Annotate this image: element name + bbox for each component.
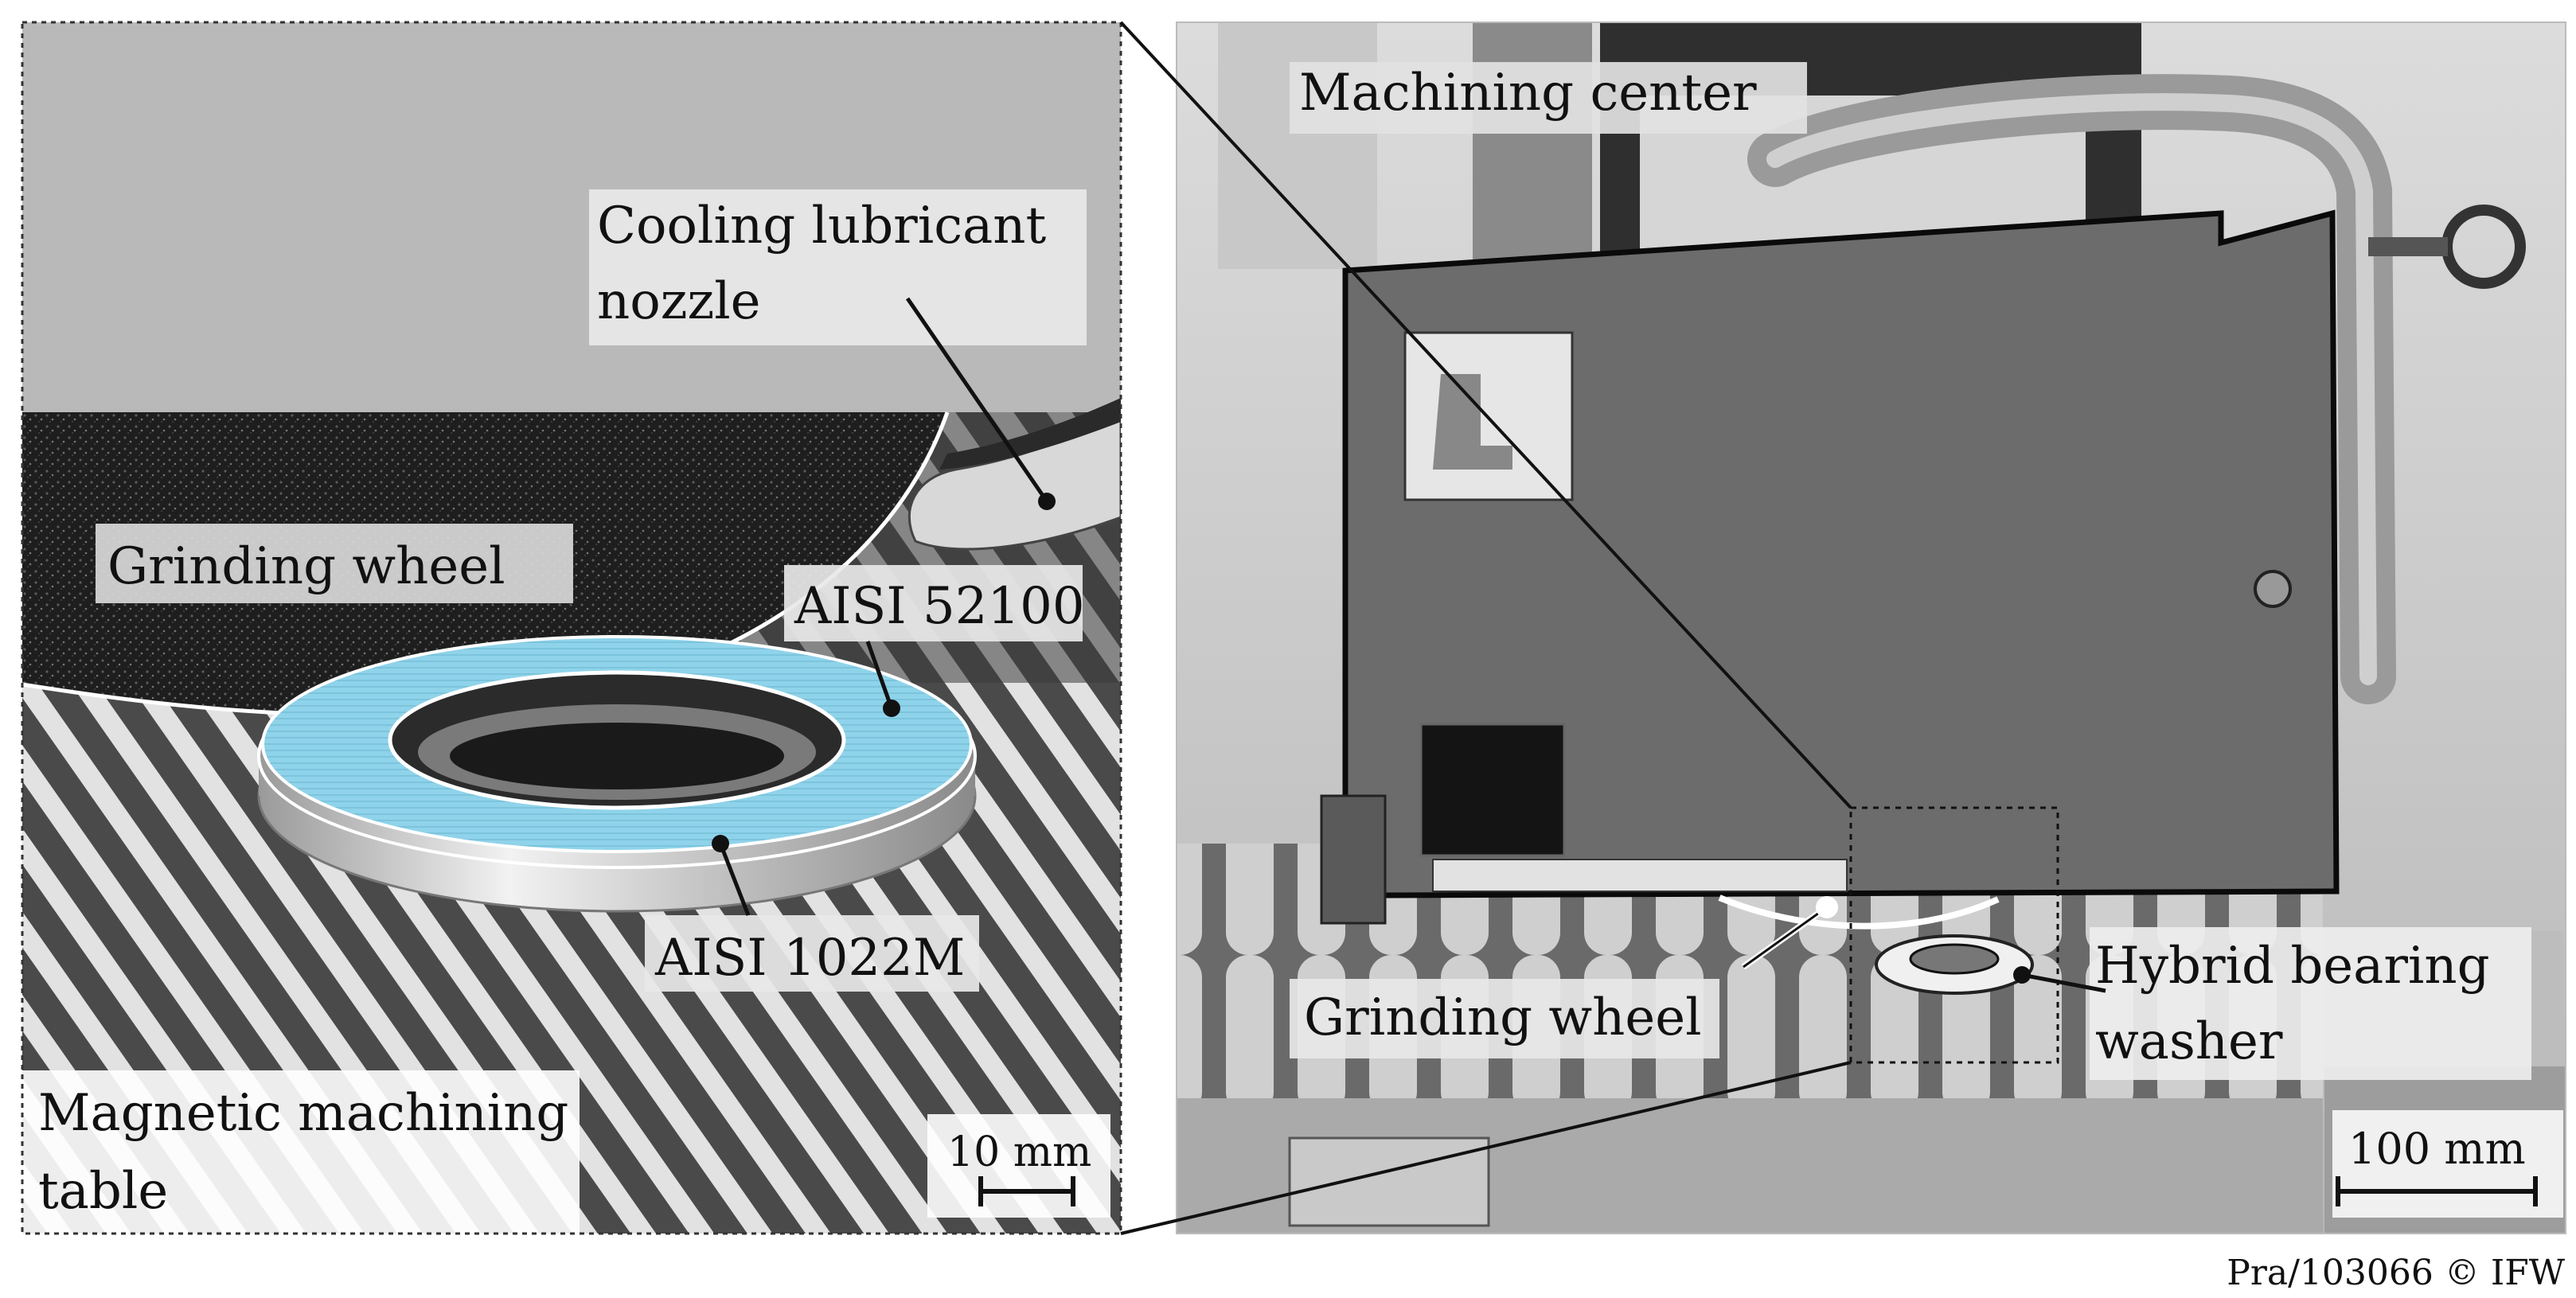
label-hybrid-washer-line1: Hybrid bearing [2095, 937, 2490, 996]
leader-line-nozzle [905, 297, 1049, 503]
black-plate [1419, 723, 1566, 857]
scale-bar-left [978, 1176, 1075, 1206]
label-machining-center: Machining center [1299, 64, 1757, 123]
label-magnetic-table-line1: Magnetic machining [38, 1084, 568, 1143]
label-aisi-52100: AISI 52100 [794, 577, 1085, 636]
left-panel-frame [21, 21, 1122, 1235]
copyright-credit: Pra/103066 © IFW [2227, 1253, 2565, 1293]
label-hybrid-washer-line2: washer [2095, 1012, 2283, 1071]
right-photo-panel: Machining center Grinding wheel Hybrid b… [1177, 22, 2566, 1234]
label-grinding-wheel-right: Grinding wheel [1304, 988, 1702, 1047]
housing-scale-strip [1432, 859, 1848, 892]
scale-label-left: 10 mm [947, 1128, 1091, 1176]
zoom-region-marker [1849, 806, 2059, 1064]
label-coolant-nozzle-line1: Cooling lubricant [597, 197, 1046, 255]
label-grinding-wheel-left: Grinding wheel [107, 537, 505, 596]
right-panel-frame [1176, 21, 2566, 1234]
left-photo-panel: Cooling lubricant nozzle Grinding wheel … [22, 22, 1121, 1234]
leader-line-52100 [865, 641, 894, 709]
grinding-wheel-overview [1718, 895, 2000, 930]
scale-label-right: 100 mm [2348, 1124, 2526, 1174]
label-magnetic-table-line2: table [38, 1162, 168, 1221]
leader-line-1022m [718, 843, 751, 916]
connector-line-top [1119, 21, 1852, 809]
scale-bar-right [2336, 1176, 2538, 1206]
connector-line-bottom [1120, 1061, 1852, 1235]
label-aisi-1022m: AISI 1022M [654, 929, 965, 988]
leader-line-washer [2021, 973, 2106, 993]
housing-knob [2254, 570, 2292, 608]
label-coolant-nozzle-line2: nozzle [597, 272, 761, 331]
